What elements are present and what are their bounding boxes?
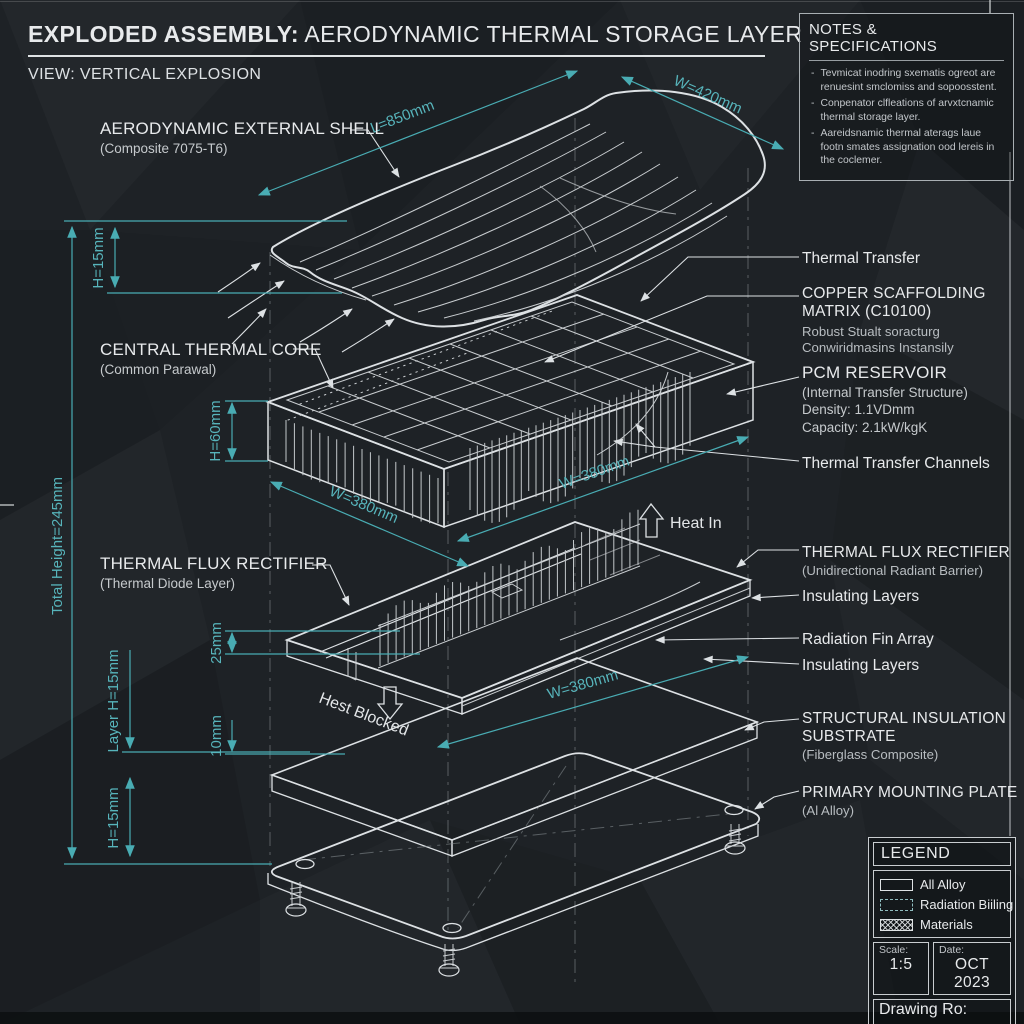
leader-copper [544,295,799,363]
heat-annotations: Heat In Hest Blocked [317,502,722,740]
title-block: EXPLODED ASSEMBLY: AERODYNAMIC THERMAL S… [28,21,802,84]
leader-fin-array [655,636,800,644]
leader-core [293,348,334,389]
label-insulating-1: Insulating Layers [802,588,920,605]
note-item: -Aareidsnamic thermal aterags laue footn… [811,128,995,167]
leader-insulating-1 [751,593,800,602]
label-substrate: STRUCTURAL INSULATION SUBSTRATE (Fibergl… [802,710,1006,762]
flux-rectifier-drawing [284,509,753,715]
solid-swatch-icon [880,878,913,891]
note-item: -Tevmicat inodring sxematis ogreot are r… [811,68,997,93]
leader-insulating-2 [703,655,800,665]
date-cell: Date: OCT 2023 [933,942,1011,995]
heat-in-label: Heat In [670,515,722,532]
legend-item: Radiation Biiling [880,897,1013,912]
dim-t-substrate: 10mm [208,715,225,757]
dim-h-core: H=60mm [207,400,224,461]
leader-mounting [754,790,800,810]
bolt-screws [285,824,746,977]
hatch-swatch-icon [880,918,913,931]
leader-flux-right [736,549,799,568]
dim-layer-h: Layer H=15mm [105,650,122,753]
dim-t-rectifier: 25mm [208,622,225,664]
label-transfer-channels: Thermal Transfer Channels [802,455,990,472]
notes-title: NOTES & SPECIFICATIONS [809,21,1004,61]
substrate-drawing [269,657,760,857]
note-item: -Conpenator clfleations of arvxtcnamic t… [811,98,994,123]
leader-pcm [726,376,800,396]
notes-list: -Tevmicat inodring sxematis ogreot are r… [809,67,1004,168]
label-fin-array: Radiation Fin Array [802,631,934,648]
label-flux-right: THERMAL FLUX RECTIFIER (Unidirectional R… [802,544,1010,578]
mounting-plate-drawing [267,752,761,977]
label-core: CENTRAL THERMAL CORE (Common Parawal) [100,340,322,377]
label-copper-matrix: COPPER SCAFFOLDING MATRIX (C10100) Robus… [802,285,986,355]
title-underline [28,55,765,57]
scale-cell: Scale: 1:5 [873,942,929,995]
airflow-arrows [217,262,395,353]
dim-w-core-left: W=380mm [327,483,401,527]
dim-h-plate: H=15mm [105,787,122,848]
heat-in-arrow-icon [638,502,665,538]
notes-panel: NOTES & SPECIFICATIONS -Tevmicat inodrin… [799,13,1014,181]
legend-item: Materials [880,917,1004,932]
label-pcm-reservoir: PCM RESERVOIR (Internal Transfer Structu… [802,363,968,435]
scale-date-row: Scale: 1:5 Date: OCT 2023 [873,942,1011,995]
view-subtitle: VIEW: VERTICAL EXPLOSION [28,66,262,83]
label-shell: AERODYNAMIC EXTERNAL SHELL (Composite 70… [100,119,385,156]
label-mounting-plate: PRIMARY MOUNTING PLATE (Al Alloy) [802,784,1018,818]
dim-h-shell: H=15mm [90,227,107,288]
legend-item: All Alloy [880,877,1004,892]
label-flux-left: THERMAL FLUX RECTIFIER (Thermal Diode La… [100,554,328,591]
heat-blocked-arrow-icon [376,686,404,721]
dim-total-height: Total Height=245mm [49,477,66,615]
drawing-number-cell: Drawing Ro: ATS-001-A [873,999,1011,1024]
page-title: EXPLODED ASSEMBLY: AERODYNAMIC THERMAL S… [28,21,803,47]
legend-swatches: All Alloy Radiation Biiling Materials [873,870,1013,938]
leader-substrate [744,718,800,731]
label-insulating-2: Insulating Layers [802,657,920,674]
leader-channels [654,446,800,462]
dimension-lines [64,70,785,865]
label-thermal-transfer: Thermal Transfer [802,250,921,267]
dashed-swatch-icon [880,898,913,911]
leader-thermal-transfer [640,256,799,302]
legend-panel: LEGEND All Alloy Radiation Biiling Mater… [868,837,1016,1024]
legend-title: LEGEND [873,842,1011,866]
